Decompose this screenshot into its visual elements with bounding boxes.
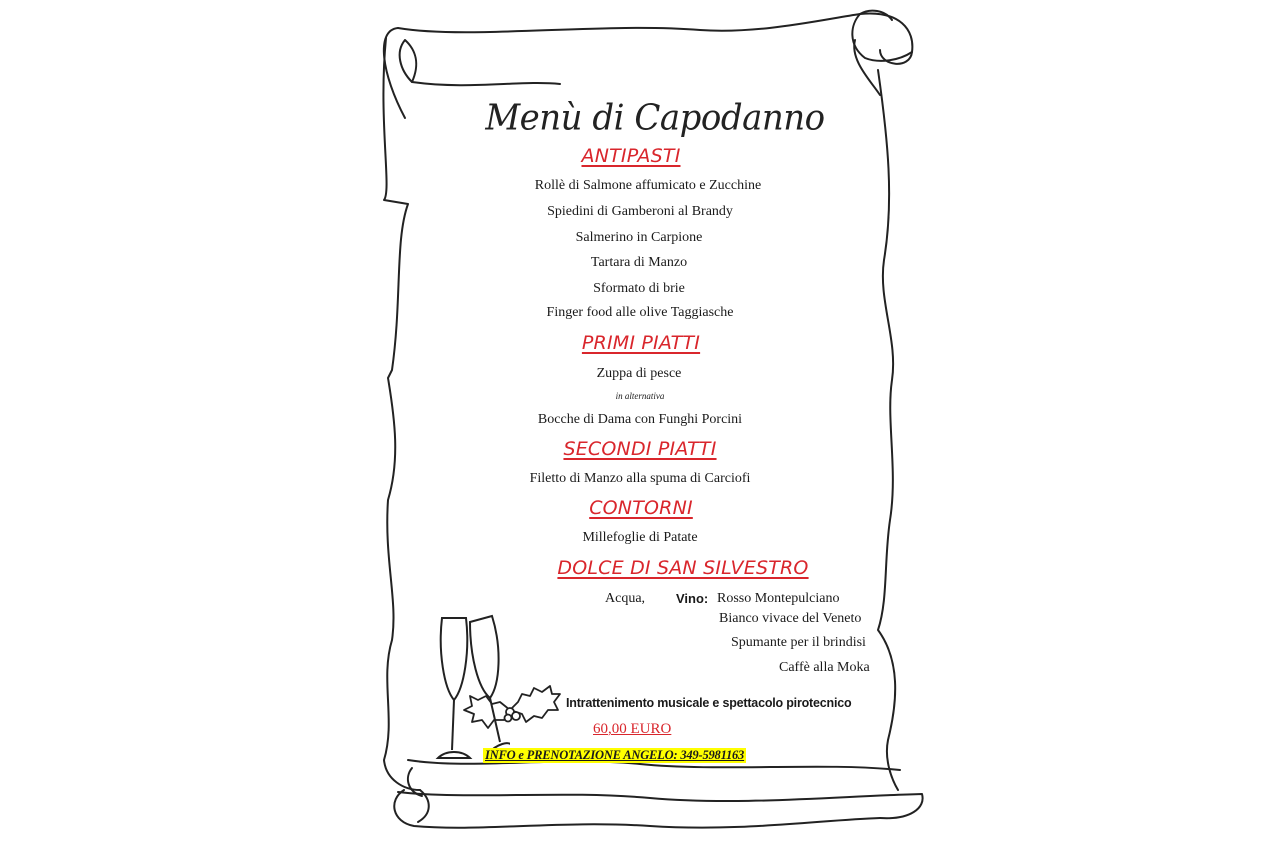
menu-item: Salmerino in Carpione: [575, 230, 703, 245]
section-heading-primi: PRIMI PIATTI: [581, 332, 701, 354]
section-heading-secondi: SECONDI PIATTI: [563, 438, 717, 460]
menu-item: Spiedini di Gamberoni al Brandy: [547, 204, 733, 219]
menu-title: Menù di Capodanno: [485, 97, 825, 139]
section-heading-contorni: CONTORNI: [589, 497, 693, 519]
menu-item: Filetto di Manzo alla spuma di Carciofi: [529, 471, 751, 486]
drink-water: Acqua,: [605, 591, 646, 606]
menu-item: Bocche di Dama con Funghi Porcini: [537, 412, 743, 427]
menu-item: Tartara di Manzo: [590, 255, 688, 270]
holly-leaves-icon: [463, 685, 561, 729]
drink-wine-red: Rosso Montepulciano: [717, 591, 840, 606]
entertainment-note: Intrattenimento musicale e spettacolo pi…: [566, 696, 852, 710]
drink-sparkling: Spumante per il brindisi: [731, 635, 866, 650]
drink-coffee: Caffè alla Moka: [779, 660, 870, 675]
section-heading-dolce: DOLCE DI SAN SILVESTRO: [557, 557, 809, 579]
menu-item: Millefoglie di Patate: [582, 530, 698, 545]
drink-wine-white: Bianco vivace del Veneto: [719, 611, 862, 626]
menu-item: Sformato di brie: [593, 281, 685, 296]
champagne-glasses-icon: [435, 614, 510, 759]
menu-item: Rollè di Salmone affumicato e Zucchine: [534, 178, 762, 193]
menu-item-note: in alternativa: [615, 391, 665, 401]
menu-item: Zuppa di pesce: [596, 366, 682, 381]
menu-item: Finger food alle olive Taggiasche: [546, 305, 734, 320]
section-heading-antipasti: ANTIPASTI: [581, 145, 681, 167]
price: 60,00 EURO: [593, 721, 672, 737]
wine-label: Vino:: [676, 591, 709, 606]
booking-info: INFO e PRENOTAZIONE ANGELO: 349-5981163: [483, 748, 747, 763]
